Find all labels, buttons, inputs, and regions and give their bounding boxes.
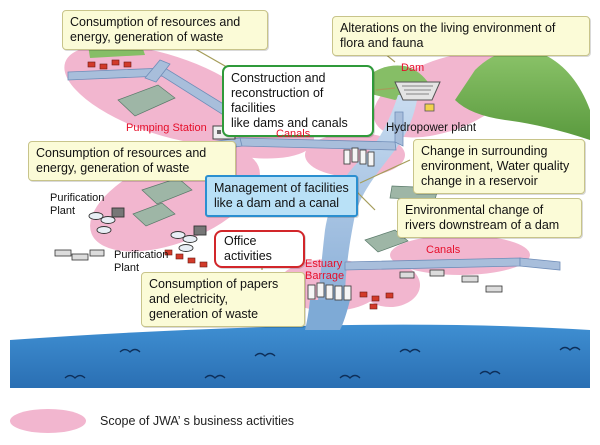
lower-canal — [344, 257, 561, 271]
purification-plant-2 — [170, 225, 207, 252]
callout-alterations: Alterations on the living environment of… — [332, 16, 590, 56]
hydropower-plant — [424, 103, 435, 112]
farm-field — [141, 177, 193, 205]
callout-construction: Construction and reconstruction of facil… — [222, 65, 374, 137]
canal-segment — [519, 257, 561, 271]
legend-label: Scope of JWA’ s business activities — [100, 414, 295, 428]
canal-segment — [394, 111, 404, 147]
hill — [455, 50, 590, 140]
dam-body — [394, 81, 441, 101]
gate-facilities — [343, 147, 375, 167]
houses — [87, 59, 394, 310]
farm-field — [132, 202, 176, 227]
label-canals-upper: Canals — [276, 128, 311, 140]
callout-change-surrounding: Change in surrounding environment, Water… — [413, 139, 585, 194]
label-purification-plant-2: Purification Plant — [114, 249, 169, 274]
waves — [64, 346, 581, 379]
callout-management: Management of facilities like a dam and … — [205, 175, 358, 217]
label-dam: Dam — [401, 62, 425, 74]
river-mouth — [305, 300, 350, 330]
legend-swatch — [10, 409, 86, 433]
callout-environmental-change: Environmental change of rivers downstrea… — [397, 198, 582, 238]
label-pumping-station: Pumping Station — [126, 122, 207, 134]
canal-segment — [144, 59, 171, 83]
estuary-barrage — [307, 282, 352, 301]
label-hydropower-plant: Hydropower plant — [386, 122, 477, 134]
label-canals-lower: Canals — [426, 244, 461, 256]
dam-structure — [394, 81, 441, 112]
label-purification-plant-1: Purification Plant — [50, 192, 105, 217]
callout-papers: Consumption of papers and electricity, g… — [141, 272, 305, 327]
purification-plant-1 — [88, 207, 125, 234]
sea — [10, 324, 590, 388]
factories — [54, 249, 503, 293]
farm-field — [117, 84, 176, 117]
callout-office-activities: Office activities — [214, 230, 305, 268]
callout-consumption-top: Consumption of resources and energy, gen… — [62, 10, 268, 50]
label-estuary-barrage: Estuary Barrage — [305, 258, 345, 282]
callout-consumption-mid: Consumption of resources and energy, gen… — [28, 141, 236, 181]
